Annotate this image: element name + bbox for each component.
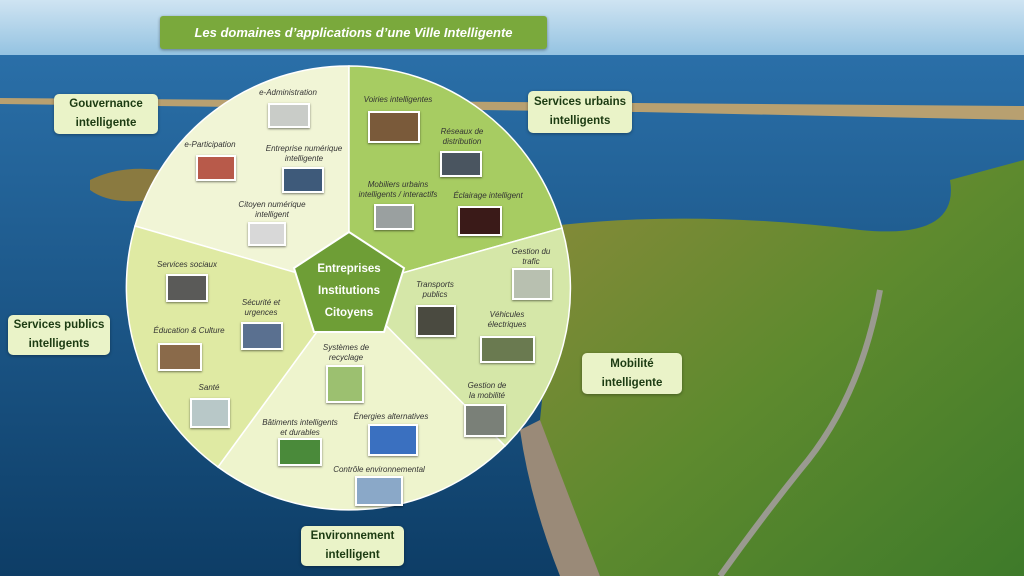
domain-services-publics: Services publics intelligents — [8, 315, 110, 355]
item-label-line: Gestion du — [511, 247, 551, 256]
domain-mobilite: Mobilité intelligente — [582, 353, 682, 394]
domain-label: intelligents — [28, 338, 90, 350]
item-thumbnail-image — [241, 322, 283, 350]
center-labels: Entreprises Institutions Citoyens — [299, 258, 399, 324]
item-label-line: e-Participation — [184, 140, 236, 149]
domain-label: Services urbains — [533, 96, 627, 108]
diagram-title: Les domaines d’applications d’une Ville … — [160, 16, 547, 49]
domain-item-label: Énergies alternatives — [354, 412, 429, 422]
domain-item-label: Santé — [199, 383, 220, 393]
center-institutions: Institutions — [318, 285, 380, 297]
item-label-line: intelligents / interactifs — [358, 190, 438, 199]
domain-item-label: Contrôle environnemental — [333, 465, 425, 475]
item-thumbnail-image — [190, 398, 230, 428]
item-label-line: Bâtiments intelligents — [262, 418, 338, 427]
item-label-line: et durables — [280, 428, 320, 437]
item-thumbnail-image — [464, 404, 506, 437]
item-label-line: Éclairage intelligent — [453, 191, 523, 200]
item-label-line: Transports — [416, 280, 454, 289]
item-label-line: e-Administration — [259, 88, 317, 97]
item-thumbnail-image — [368, 111, 420, 143]
item-label-line: Contrôle environnemental — [333, 465, 425, 474]
domain-label: intelligent — [325, 549, 380, 561]
item-thumbnail-image — [268, 103, 310, 128]
item-label-line: Sécurité et — [241, 298, 281, 307]
domain-item-label: Éducation & Culture — [153, 326, 224, 336]
item-label-line: trafic — [522, 257, 540, 266]
item-label-line: électriques — [487, 320, 527, 329]
domain-label: Environnement — [310, 530, 395, 542]
domain-gouvernance: Gouvernance intelligente — [54, 94, 158, 134]
item-label-line: Santé — [198, 383, 220, 392]
item-thumbnail-image — [248, 222, 286, 246]
domain-label: intelligente — [75, 117, 137, 129]
item-thumbnail-image — [480, 336, 535, 363]
item-label-line: intelligente — [284, 154, 324, 163]
item-thumbnail-image — [440, 151, 482, 177]
item-thumbnail-image — [166, 274, 208, 302]
item-thumbnail-image — [158, 343, 202, 371]
domain-environnement: Environnement intelligent — [301, 526, 404, 566]
item-thumbnail-image — [326, 365, 364, 403]
item-label-line: Systèmes de — [322, 343, 370, 352]
item-label-line: recyclage — [328, 353, 364, 362]
item-label-line: Voiries intelligentes — [363, 95, 433, 104]
domain-item-label: Éclairage intelligent — [453, 191, 522, 201]
item-label-line: publics — [422, 290, 448, 299]
domain-label: intelligents — [549, 115, 611, 127]
item-thumbnail-image — [282, 167, 324, 193]
item-label-line: Véhicules — [489, 310, 525, 319]
domain-item-label: Services sociaux — [157, 260, 217, 270]
center-citoyens: Citoyens — [324, 307, 374, 319]
domain-label: intelligente — [601, 376, 663, 389]
item-thumbnail-image — [416, 305, 456, 337]
item-thumbnail-image — [374, 204, 414, 230]
item-label-line: Réseaux de — [440, 127, 484, 136]
domain-item-label: e-Administration — [259, 88, 317, 98]
item-label-line: intelligent — [255, 210, 289, 219]
item-label-line: Citoyen numérique — [238, 200, 306, 209]
domain-services-urbains: Services urbains intelligents — [528, 91, 632, 133]
item-label-line: Services sociaux — [156, 260, 218, 269]
item-label-line: urgences — [244, 308, 278, 317]
item-thumbnail-image — [278, 438, 322, 466]
item-label-line: la mobilité — [468, 391, 506, 400]
domain-item-label: Voiries intelligentes — [364, 95, 433, 105]
item-label-line: distribution — [442, 137, 482, 146]
item-thumbnail-image — [512, 268, 552, 300]
item-label-line: Éducation & Culture — [153, 326, 225, 335]
item-thumbnail-image — [355, 476, 403, 506]
center-entreprises: Entreprises — [317, 263, 381, 275]
item-label-line: Énergies alternatives — [353, 412, 429, 421]
domain-label: Services publics — [13, 319, 105, 331]
item-label-line: Entreprise numérique — [265, 144, 343, 153]
item-thumbnail-image — [196, 155, 236, 181]
domain-item-label: e-Participation — [184, 140, 235, 150]
item-thumbnail-image — [368, 424, 418, 456]
item-label-line: Mobiliers urbains — [367, 180, 429, 189]
item-label-line: Gestion de — [467, 381, 507, 390]
center-pentagon — [292, 230, 406, 333]
domain-label: Gouvernance — [69, 98, 143, 110]
domain-label: Mobilité — [610, 357, 654, 370]
item-thumbnail-image — [458, 206, 502, 236]
